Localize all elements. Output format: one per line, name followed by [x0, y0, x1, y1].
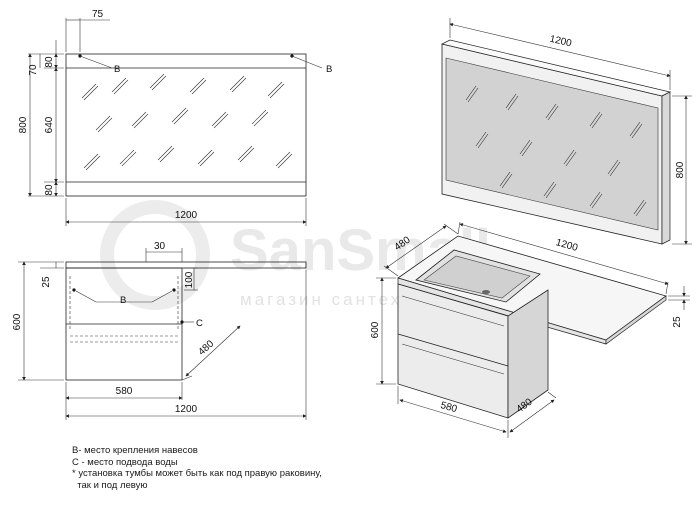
mark-b-right: B	[326, 64, 332, 75]
mirror-isometric-view: 1200 800	[440, 18, 692, 245]
dim-100: 100	[184, 271, 195, 288]
dim-30: 30	[154, 241, 166, 252]
legend: В- место крепления навесов С - место под…	[72, 445, 322, 491]
watermark-tagline: магазин сантехники	[240, 290, 450, 309]
dim-75: 75	[92, 9, 104, 20]
dim-480-vanity: 480	[196, 338, 216, 358]
legend-line-note-cont: так и под левую	[72, 479, 148, 491]
dim-25-vanity: 25	[41, 276, 52, 288]
dim-1200-mirror: 1200	[175, 210, 198, 221]
dim-1200-vanity: 1200	[175, 404, 198, 415]
mirror-front-view: B B 75 80 70 640 80 800 1200	[18, 9, 332, 226]
legend-line-b: В- место крепления навесов	[72, 445, 198, 456]
dim-640: 640	[44, 116, 55, 133]
dim-800-iso: 800	[675, 161, 686, 178]
vanity-front-view: B C 30 25 100 600 480 580	[12, 241, 307, 420]
legend-line-c: С - место подвода воды	[72, 456, 178, 468]
mirror-hatch	[81, 73, 293, 171]
dim-1200-iso-vanity: 1200	[554, 237, 579, 254]
mark-c-vanity: C	[196, 318, 203, 329]
legend-line-note: * установка тумбы может быть как под пра…	[72, 468, 322, 479]
mark-b-left: B	[114, 64, 120, 75]
dim-600-vanity: 600	[12, 313, 23, 330]
iso-mirror-hatch	[465, 85, 647, 217]
dim-25-iso: 25	[672, 316, 683, 328]
dim-580-iso: 580	[439, 400, 458, 415]
dim-1200-iso-mirror: 1200	[548, 34, 573, 50]
dim-600-iso: 600	[370, 321, 381, 338]
dim-800: 800	[18, 116, 29, 133]
dim-70: 70	[28, 64, 39, 76]
dim-80-bottom: 80	[44, 184, 55, 196]
dim-80-top: 80	[44, 56, 55, 68]
mark-b-vanity: B	[120, 295, 126, 306]
dim-580-vanity: 580	[116, 386, 133, 397]
